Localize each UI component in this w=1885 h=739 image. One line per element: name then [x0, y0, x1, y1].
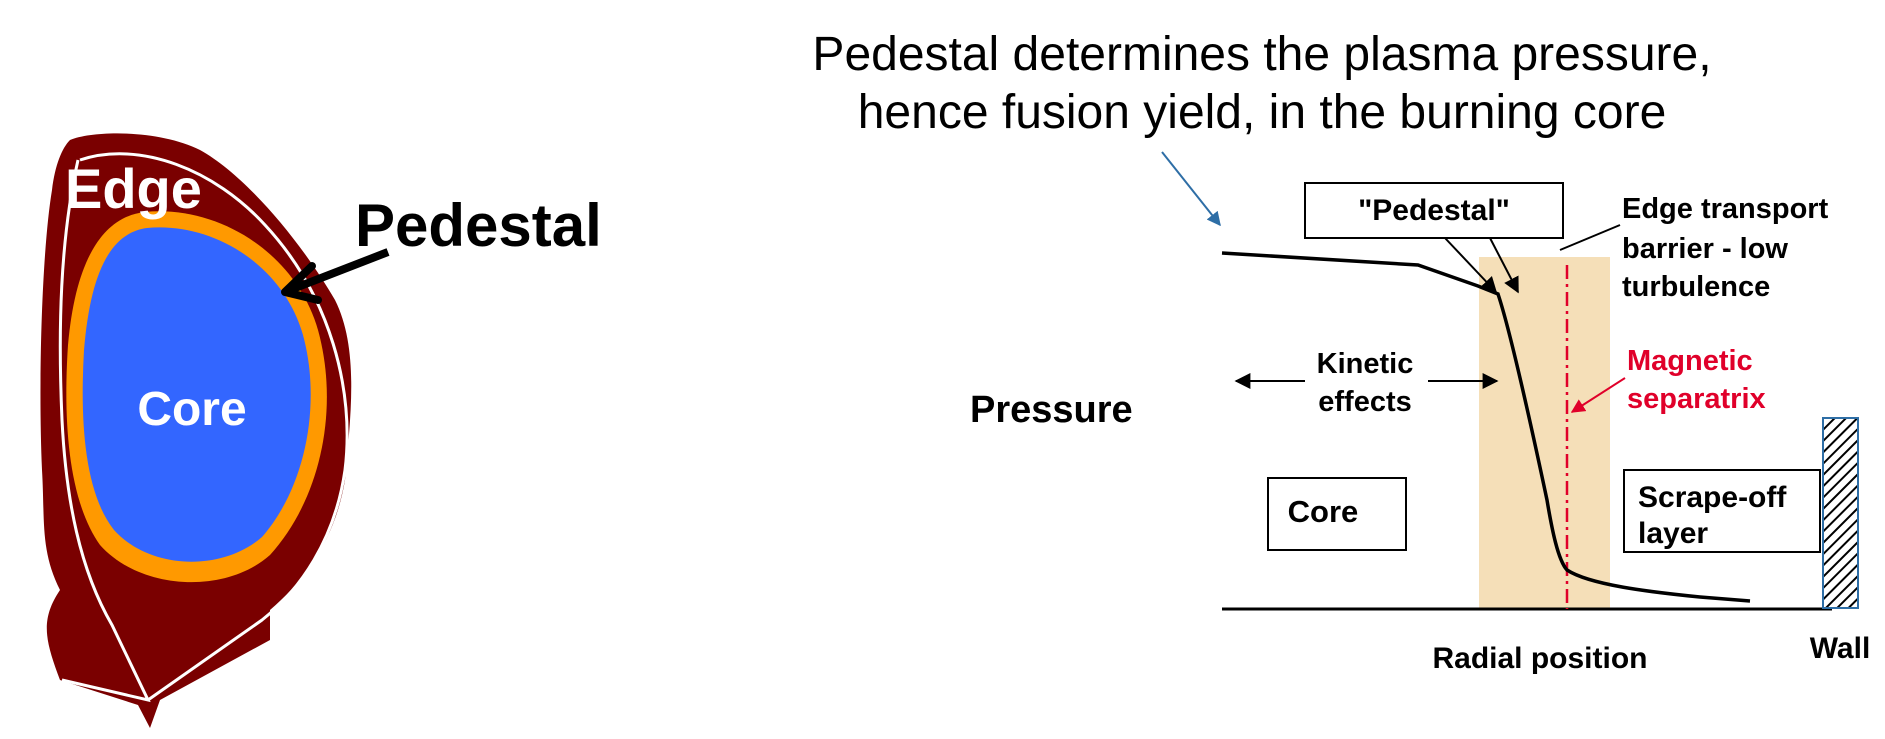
pressure-curve [1221, 251, 1751, 603]
etb-label-line-1: Edge transport [1622, 193, 1829, 225]
pedestal-box [1304, 182, 1564, 239]
headline-line-2: hence fusion yield, in the burning core [858, 86, 1667, 139]
pedestal-pointer-2 [1489, 237, 1519, 294]
core-region [82, 227, 311, 562]
core-label: Core [137, 383, 246, 436]
headline-pointer-arrow [1161, 151, 1221, 227]
separatrix-label-line-2: separatrix [1627, 383, 1766, 415]
core-box-label: Core [1288, 494, 1359, 529]
sol-label-line-2: layer [1638, 517, 1708, 550]
kinetic-label-line-1: Kinetic [1317, 348, 1414, 380]
pedestal-box-label: "Pedestal" [1358, 194, 1510, 227]
headline-line-1: Pedestal determines the plasma pressure, [812, 28, 1711, 81]
transport-barrier-band [1479, 257, 1610, 609]
wall-label: Wall [1810, 632, 1871, 665]
sol-label-line-1: Scrape-off [1638, 481, 1787, 514]
core-box [1267, 477, 1407, 551]
pedestal-label: Pedestal [355, 192, 602, 259]
etb-pointer [1559, 224, 1621, 251]
pressure-axis-label: Pressure [970, 389, 1133, 431]
separatrix-pointer [1570, 377, 1626, 413]
wall-hatch [1822, 417, 1859, 609]
etb-label-line-3: turbulence [1622, 271, 1770, 303]
kinetic-label-line-2: effects [1318, 386, 1412, 418]
plasma-cross-section: Edge Core Pedestal [40, 133, 602, 728]
pedestal-pointer-arrow [288, 248, 390, 294]
pedestal-pointer-arrowhead [281, 262, 322, 304]
pedestal-pointer-1 [1444, 237, 1498, 294]
pressure-profile: "Pedestal" Edge transport barrier - low … [970, 182, 1871, 675]
etb-label-line-2: barrier - low [1622, 233, 1788, 265]
radial-axis-label: Radial position [1432, 642, 1647, 675]
sol-box [1623, 469, 1821, 553]
edge-label: Edge [65, 157, 202, 220]
separatrix-label-line-1: Magnetic [1627, 345, 1753, 377]
separatrix-line [58, 152, 349, 703]
